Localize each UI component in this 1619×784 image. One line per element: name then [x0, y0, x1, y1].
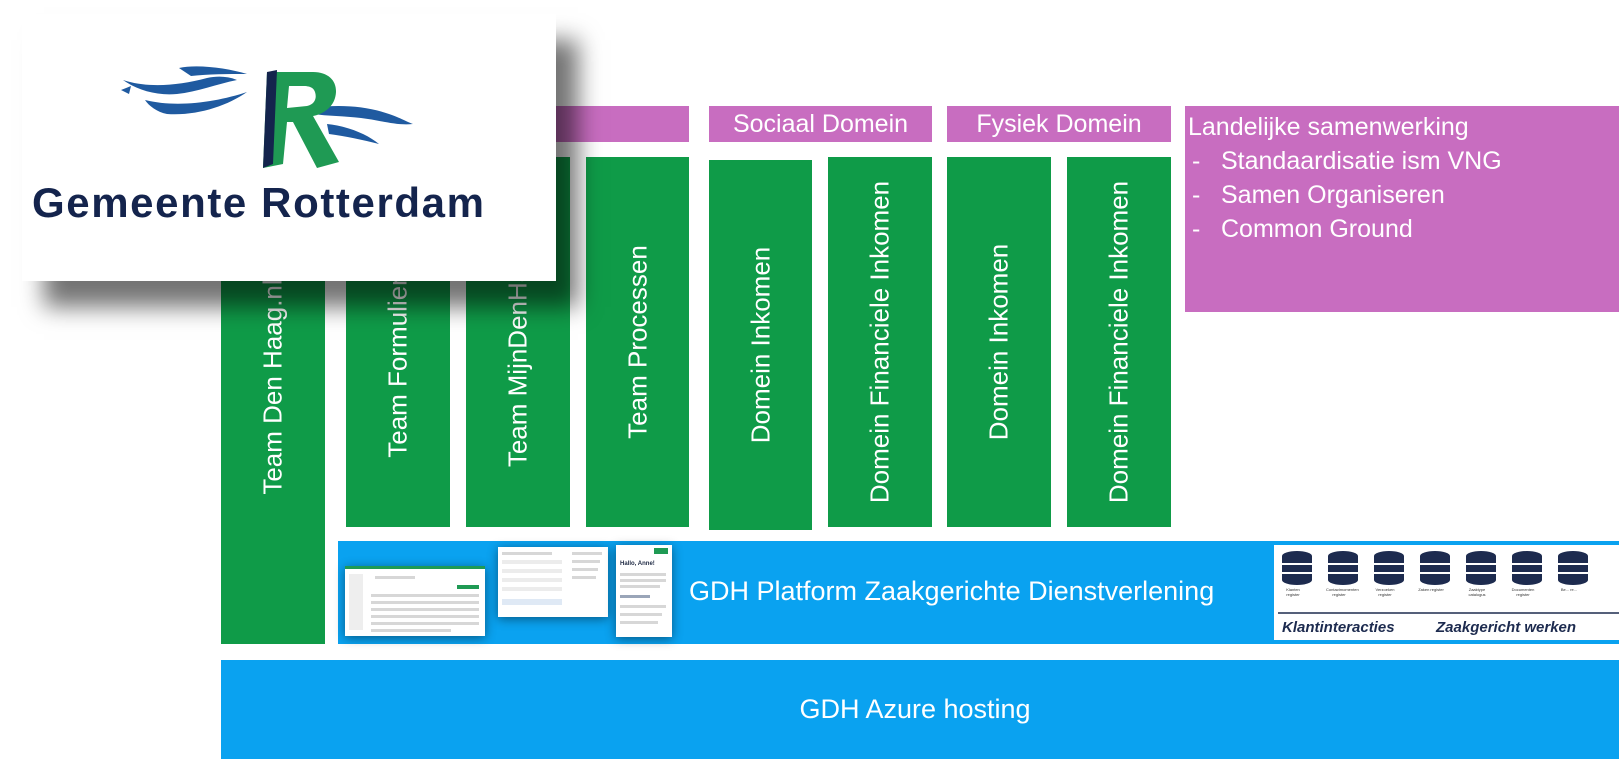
team-label: Team Den Haag.nl	[257, 279, 288, 496]
platform-title: GDH Platform Zaakgerichte Dienstverlenin…	[689, 576, 1215, 606]
domain-column-inkomen-sociaal: Domein Inkomen	[709, 160, 812, 530]
app-screenshot-form	[498, 547, 608, 617]
logo-wordmark: Gemeente Rotterdam	[32, 179, 486, 226]
list-item: Standaardisatie ism VNG	[1188, 144, 1619, 178]
register-caption: Documenten register	[1511, 587, 1535, 597]
team-label: Domein Inkomen	[983, 243, 1014, 441]
landelijke-samenwerking-box: Landelijke samenwerking Standaardisatie …	[1185, 106, 1619, 312]
team-label: Domein Financiele Inkomen	[864, 180, 895, 504]
database-icon	[1374, 551, 1404, 585]
register-caption: Zaaktype catalogus	[1468, 587, 1486, 597]
register-group-zaakgericht-werken: Zaakgericht werken	[1436, 619, 1577, 636]
register-caption: Be... re...	[1560, 587, 1578, 592]
domain-column-inkomen-fysiek: Domein Inkomen	[947, 157, 1051, 527]
database-icon	[1466, 551, 1496, 585]
letter-r-shape	[263, 72, 339, 168]
register-caption: Contactmomenten register	[1326, 587, 1359, 597]
domain-column-financiele-inkomen-sociaal: Domein Financiele Inkomen	[828, 157, 932, 527]
domain-column-financiele-inkomen-fysiek: Domein Financiele Inkomen	[1067, 157, 1171, 527]
database-icon	[1282, 551, 1312, 585]
database-icon	[1558, 551, 1588, 585]
register-caption: Klanten register	[1286, 587, 1300, 597]
register-caption: Zaken register	[1418, 587, 1444, 592]
registers-panel: Klanten register Contactmomenten registe…	[1274, 545, 1619, 640]
landelijke-samenwerking-title: Landelijke samenwerking	[1188, 113, 1469, 141]
app-screenshot-list	[345, 566, 485, 636]
database-icon	[1420, 551, 1450, 585]
rotterdam-logo-icon	[121, 66, 413, 168]
app-screenshot-mobile: Hallo, Anne!	[616, 545, 672, 637]
hosting-title: GDH Azure hosting	[799, 694, 1031, 724]
database-icons	[1278, 551, 1619, 614]
register-caption: Verzoeken register	[1375, 587, 1395, 597]
register-group-klantinteracties: Klantinteracties	[1282, 619, 1395, 636]
hosting-bar: GDH Azure hosting	[221, 660, 1619, 759]
team-label: Domein Inkomen	[745, 246, 775, 444]
database-icon	[1328, 551, 1358, 585]
domain-header-fysiek: Fysiek Domein	[947, 106, 1171, 142]
list-item: Common Ground	[1188, 212, 1619, 246]
team-label: Domein Financiele Inkomen	[1103, 180, 1134, 504]
domain-header-sociaal: Sociaal Domein	[709, 106, 932, 142]
mockup-greeting: Hallo, Anne!	[620, 561, 655, 567]
team-label: Team Processen	[622, 245, 652, 439]
logo-card: Gemeente Rotterdam	[22, 14, 556, 281]
landelijke-samenwerking-list: Standaardisatie ism VNG Samen Organisere…	[1188, 144, 1619, 246]
list-item: Samen Organiseren	[1188, 178, 1619, 212]
database-icon	[1512, 551, 1542, 585]
team-column-processen: Team Processen	[586, 157, 689, 527]
